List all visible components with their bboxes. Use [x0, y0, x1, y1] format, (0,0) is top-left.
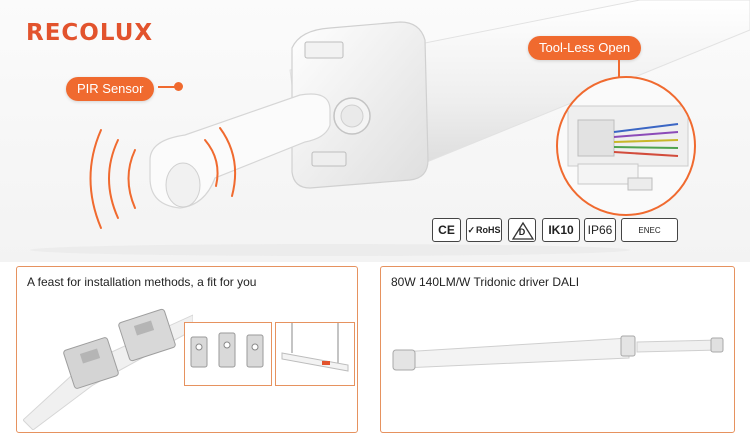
suspended-luminaire-illustration — [281, 323, 349, 372]
mounting-bracket-illustration — [23, 308, 193, 430]
linear-luminaire-illustration — [392, 335, 724, 371]
driver-panel-title: 80W 140LM/W Tridonic driver DALI — [391, 275, 580, 289]
installation-panel-title: A feast for installation methods, a fit … — [27, 275, 257, 289]
d-mark-badge: D — [508, 218, 536, 242]
clips-frame — [184, 322, 272, 386]
tool-less-open-callout: Tool-Less Open — [528, 36, 642, 60]
rohs-badge: ✓RoHS — [466, 218, 502, 242]
driver-panel: 80W 140LM/W Tridonic driver DALI — [380, 266, 735, 433]
ik10-badge: IK10 — [542, 218, 580, 242]
pir-sensor-callout: PIR Sensor — [66, 77, 155, 101]
end-cap-detail-illustration — [567, 105, 689, 191]
hero-section: RECOLUX PIR Sensor Tool-Less Open CE ✓Ro… — [0, 0, 750, 262]
triangle-icon — [512, 221, 534, 240]
ip66-badge: IP66 — [584, 218, 616, 242]
brand-logo: RECOLUX — [26, 20, 154, 46]
tool-less-detail-circle — [556, 76, 696, 216]
mounting-clips-illustration — [190, 332, 264, 368]
enec-badge: ENEC — [621, 218, 678, 242]
check-icon: ✓ — [467, 224, 476, 235]
tool-less-connector-line — [618, 55, 620, 77]
sensor-waves — [89, 127, 237, 229]
pir-connector-line — [158, 86, 176, 88]
ce-badge: CE — [432, 218, 461, 242]
pir-connector-dot — [174, 82, 183, 91]
suspension-frame — [275, 322, 355, 386]
installation-panel: A feast for installation methods, a fit … — [16, 266, 358, 433]
